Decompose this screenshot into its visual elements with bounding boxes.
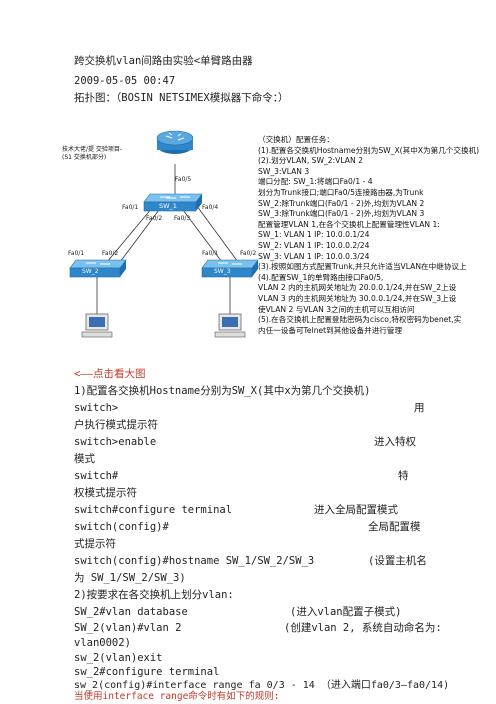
link-sw1-sw2-a <box>106 201 158 263</box>
cmd-desc: 特 <box>398 470 409 482</box>
task-line: 端口分配: SW_1:将端口Fa0/1 - 4 <box>258 177 373 187</box>
topology-diagram[interactable]: Router <box>62 124 496 364</box>
port-label-sw1-fa04: Fa0/4 <box>202 204 219 211</box>
sw2-label: SW_2 <box>82 268 99 275</box>
port-label-fa05: Fa0/5 <box>175 176 192 183</box>
sw3-label: SW_3 <box>214 268 231 275</box>
topology-svg: Router <box>69 130 259 338</box>
router-icon <box>156 130 194 154</box>
cmd-line: switch# <box>74 470 119 482</box>
cmd-line: sw_2(vlan)exit <box>74 652 163 664</box>
cmd-desc-cont: 权模式提示符 <box>74 487 137 499</box>
task-line: 划分为Trunk接口;端口Fa0/5连接路由器,为Trunk <box>258 187 424 197</box>
cmd-line: SW_2#vlan database <box>74 606 188 618</box>
task-line: （交换机）配置任务： <box>258 135 334 144</box>
task-line: 使VLAN 2 与VLAN 3之间的主机可以互相访问 <box>258 304 415 314</box>
cmd-desc: 全局配置模 <box>368 521 421 533</box>
enlarge-image-link[interactable]: <——点击看大图 <box>74 368 146 380</box>
link-sw1-sw3-b <box>193 201 239 263</box>
task-line: (1).配置各交换机Hostname分别为SW_X(其中X为第几个交换机) <box>258 145 480 155</box>
cmd-desc: 进入全局配置模式 <box>314 504 398 516</box>
post-date: 2009-05-05 00:47 <box>74 75 176 87</box>
port-label-sw3-fa01: Fa0/1 <box>202 250 219 257</box>
task-line: SW_1: VLAN 1 IP: 10.0.0.1/24 <box>258 230 370 240</box>
task-line: SW_3: VLAN 1 IP: 10.0.0.3/24 <box>258 251 370 261</box>
cmd-line: switch> <box>74 402 119 414</box>
port-label-sw1-fa03: Fa0/3 <box>174 215 191 222</box>
task-line: (4).配置SW_1的单臂路由接口Fa0/5, <box>258 272 384 282</box>
step1-heading: 1)配置各交换机Hostname分别为SW_X(其中x为第几个交换机) <box>74 385 371 397</box>
cmd-desc-cont: 为 SW_1/SW_2/SW_3) <box>74 572 186 584</box>
task-line: SW_2:除Trunk端口(Fa0/1 - 2)外,均划为VLAN 2 <box>258 198 425 208</box>
port-label-sw1-fa01: Fa0/1 <box>122 204 139 211</box>
switch-sw3-icon <box>201 259 259 278</box>
task-line: (2).划分VLAN, SW_2:VLAN 2 <box>258 156 363 166</box>
page-title: 跨交换机vlan间路由实验<单臂路由器 <box>74 55 253 67</box>
cmd-line: sw_2#configure terminal <box>74 666 220 678</box>
cmd-desc-cont: vlan0002) <box>74 637 131 649</box>
diagram-note-line1: 技术大佬/提 交验项目- <box>62 146 123 153</box>
cmd-desc: (设置主机名 <box>368 555 427 567</box>
port-label-sw2-fa01: Fa0/1 <box>68 250 85 257</box>
cmd-desc-cont: 式提示符 <box>74 538 116 550</box>
cmd-desc-cont: 户执行模式提示符 <box>74 419 158 431</box>
task-line: VLAN 3 内的主机网关地址为 30.0.0.1/24,并在SW_3上设 <box>258 293 457 303</box>
router-label: Router <box>162 156 181 162</box>
cmd-line: switch(config)# <box>74 521 169 533</box>
cmd-line: sw_2(config)#interface range fa 0/3 - 14… <box>74 680 450 691</box>
task-list: （交换机）配置任务： (1).配置各交换机Hostname分别为SW_X(其中X… <box>258 135 496 336</box>
note-red-1: 当使用interface range命令时有如下的规则: <box>74 691 280 702</box>
task-line: 配置管理VLAN 1,在各个交换机上配置管理性VLAN 1: <box>258 219 440 229</box>
switch-sw1-icon <box>143 193 203 212</box>
cmd-desc: 进入特权 <box>374 436 416 448</box>
link-sw1-sw2-b <box>119 205 163 263</box>
task-line: (5).在各交换机上配置登陆密码为cisco,特权密码为benet,实 <box>258 315 462 325</box>
task-line: (3).按照如图方式配置Trunk,并只允许适当VLAN在中继协议上 <box>258 262 467 272</box>
task-line: SW_2: VLAN 1 IP: 10.0.0.2/24 <box>258 240 370 250</box>
pc-vlan3-icon <box>214 313 246 338</box>
cmd-line: switch>enable <box>74 436 157 448</box>
cmd-desc: 用 <box>414 402 425 414</box>
step2-heading: 2)按要求在各交换机上划分vlan: <box>74 589 234 601</box>
cmd-desc: (进入vlan配置子模式) <box>290 606 402 618</box>
task-line: VLAN 2 内的主机网关地址为 20.0.0.1/24,并在SW_2上设 <box>258 283 457 293</box>
cmd-desc: (创建vlan 2, 系统自动命名为: <box>284 622 442 634</box>
port-label-sw2-fa02: Fa0/2 <box>102 250 119 257</box>
cmd-line: SW_2(vlan)#vlan 2 <box>74 622 182 634</box>
switch-sw2-icon <box>69 259 127 278</box>
intro-text: 拓扑图：（BOSIN NETSIMEX模拟器下命令：） <box>74 92 289 104</box>
cmd-line: switch(config)#hostname SW_1/SW_2/SW_3 <box>74 555 315 567</box>
task-line: SW_3:除Trunk端口(Fa0/1 - 2)外,均划为VLAN 3 <box>258 209 425 219</box>
task-line: SW_3:VLAN 3 <box>258 166 310 176</box>
port-label-sw1-fa02: Fa0/2 <box>146 215 163 222</box>
pc-vlan2-icon <box>81 313 113 338</box>
link-sw1-sw3-a <box>179 205 223 263</box>
cmd-desc-cont: 模式 <box>74 453 95 465</box>
task-line: 内任一设备可Telnet到其他设备并进行管理 <box>258 325 403 335</box>
port-label-sw3-fa02: Fa0/2 <box>240 250 257 257</box>
sw1-label: SW_1 <box>159 202 177 210</box>
diagram-note-line2: (S1 交换机部分) <box>62 154 107 161</box>
cmd-line: switch#configure terminal <box>74 504 233 516</box>
